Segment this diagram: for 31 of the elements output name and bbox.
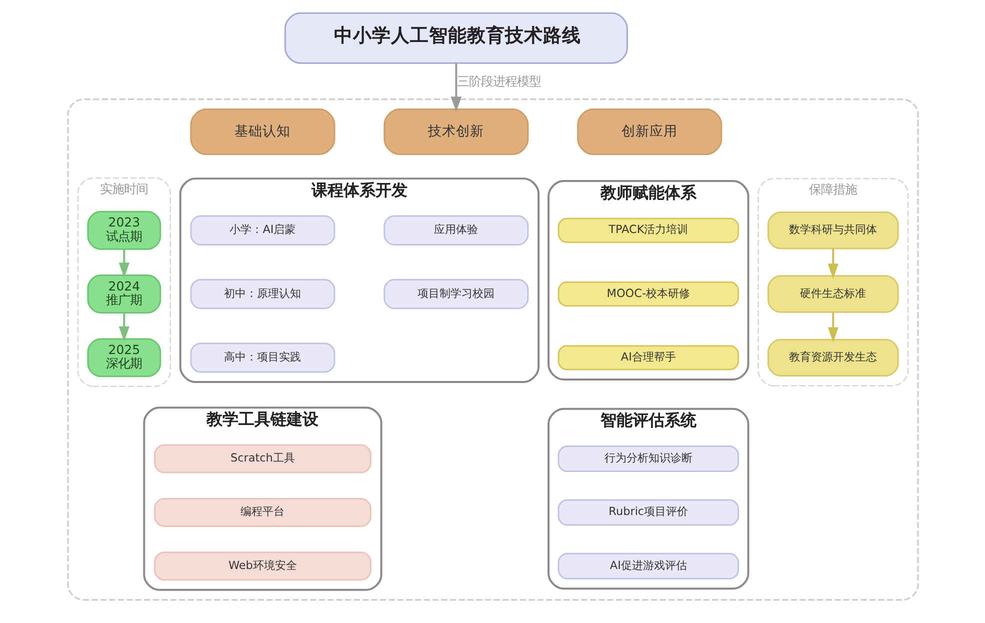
node-box: 2023 试点期 xyxy=(86,210,161,250)
edge-label: 三阶段进程模型 xyxy=(456,74,541,89)
node-box: 小学：AI启蒙 xyxy=(190,215,335,246)
arrow xyxy=(450,63,462,112)
arrow xyxy=(827,312,838,342)
node-box: 数学科研与共同体 xyxy=(766,212,898,250)
node-box: 行为分析知识诊断 xyxy=(557,446,739,472)
node-box: AI合理帮手 xyxy=(557,345,739,370)
node-box: 编程平台 xyxy=(153,498,371,527)
node-box: 2024 推广期 xyxy=(86,274,161,314)
arrow xyxy=(118,249,129,278)
node-box: 硬件生态标准 xyxy=(766,275,898,313)
arrow xyxy=(827,248,838,279)
node-box: 基础认知 xyxy=(190,108,335,155)
node-box: 创新应用 xyxy=(576,108,722,155)
cluster xyxy=(66,98,918,601)
arrow xyxy=(118,312,129,342)
node-box: 应用体验 xyxy=(383,215,528,246)
node-box: 2025 深化期 xyxy=(86,338,161,378)
node-box: 中小学人工智能教育技术路线 xyxy=(284,12,628,64)
node-box: 初中：原理认知 xyxy=(190,278,335,310)
node-box: AI促进游戏评估 xyxy=(557,552,739,580)
node-box: Rubric项目评价 xyxy=(557,499,739,526)
node-box: TPACK活力培训 xyxy=(557,218,739,243)
node-box: Scratch工具 xyxy=(153,444,371,474)
node-box: MOOC-校本研修 xyxy=(557,281,739,307)
node-box: 技术创新 xyxy=(383,108,528,155)
node-box: Web环境安全 xyxy=(153,552,371,581)
node-box: 高中：项目实践 xyxy=(190,342,335,373)
node-box: 教育资源开发生态 xyxy=(766,338,898,377)
node-box: 项目制学习校园 xyxy=(383,278,528,310)
